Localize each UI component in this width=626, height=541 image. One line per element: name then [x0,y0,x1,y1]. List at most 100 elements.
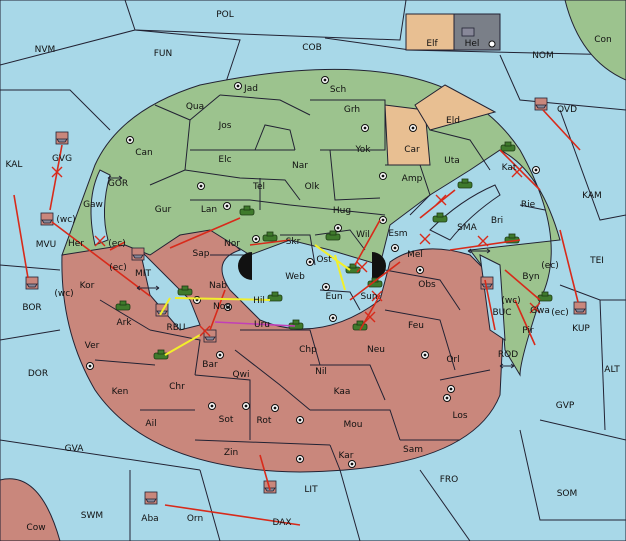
fleet-unit-icon[interactable] [131,247,145,261]
fleet-unit-icon[interactable] [573,301,587,315]
fleet-unit-icon[interactable] [534,97,548,111]
province-label-kup: KUP [572,324,590,334]
province-label-rbu: RBU [166,323,185,333]
province-label-amp: Amp [402,174,423,184]
fleet-unit-icon[interactable] [480,276,494,290]
province-label-kar: Kar [339,451,354,461]
supply-center-dot-icon [128,138,132,142]
cut-marker-icon [371,290,383,302]
province-label-sam: Sam [403,445,423,455]
province-label-bor: BOR [22,303,41,313]
continent [61,68,561,473]
province-label-nor: Nor [224,239,240,249]
supply-center-dot-icon [381,218,385,222]
army-unit-icon[interactable] [262,231,278,242]
order-arrow [164,504,301,526]
province-label-elc: Elc [218,155,231,165]
legend-supply-center-icon [488,40,496,48]
coast-label: (wc) [501,296,520,306]
inland-sea-east-lower[interactable] [479,254,506,341]
province-label-fun: FUN [154,49,173,59]
province-label-sma: SMA [457,223,477,233]
province-label-esm: Esm [388,229,407,239]
order-arrow [259,454,271,491]
army-unit-icon[interactable] [115,300,131,311]
supply-center-dot-icon [363,126,367,130]
province-label-qua: Qua [186,102,204,112]
cut-marker-icon [419,233,431,245]
legend-elf-label: Elf [426,39,438,49]
order-arrow [484,279,496,331]
fleet-unit-icon[interactable] [40,212,54,226]
order-arrows [13,109,581,526]
supply-center-dot-icon [534,168,538,172]
supply-center-dot-icon [324,285,328,289]
province-label-orl: Orl [446,355,459,365]
province-label-sot: Sot [219,415,234,425]
province-label-can: Can [135,148,153,158]
legend: Elf Hel [405,13,501,51]
army-unit-icon[interactable] [432,212,448,223]
army-unit-icon[interactable] [500,141,516,152]
province-label-jad: Jad [243,84,258,94]
province-label-gwa: Gwa [530,306,550,316]
cut-marker-icon [364,311,376,323]
province-label-kor: Kor [80,281,95,291]
province-label-feu: Feu [408,321,424,331]
supply-center-dot-icon [298,418,302,422]
order-arrow [499,149,541,191]
army-unit-icon[interactable] [457,178,473,189]
province-eld-fill[interactable] [414,84,497,131]
province-label-web: Web [285,272,305,282]
province-label-nom: NOM [532,51,554,61]
province-label-dor: DOR [28,369,48,379]
army-unit-icon[interactable] [177,285,193,296]
inland-sea-west[interactable] [90,169,111,246]
legend-hel-label: Hel [465,39,480,49]
fleet-unit-icon[interactable] [263,480,277,494]
province-label-nog: Nog [213,302,231,312]
army-unit-icon[interactable] [267,291,283,302]
province-label-rot: Rot [257,416,272,426]
province-label-eun: Eun [325,292,342,302]
fleet-unit-icon[interactable] [25,276,39,290]
order-arrow [504,269,541,301]
army-unit-icon[interactable] [239,205,255,216]
two-way-arrow-icon [467,248,491,254]
army-unit-icon[interactable] [153,349,169,360]
cut-marker-icon [94,235,106,247]
supply-center-dot-icon [308,260,312,264]
cut-marker-icon [356,261,368,273]
order-arrow [49,144,63,211]
province-label-ail: Ail [145,419,156,429]
province-label-tei: TEI [589,256,604,266]
province-label-qwi: Qwi [233,370,250,380]
province-car-fill[interactable] [384,104,431,166]
coast-label: (wc) [56,215,75,225]
fleet-unit-icon[interactable] [144,491,158,505]
province-label-grh: Grh [344,105,360,115]
inland-sea-east[interactable] [429,184,501,241]
province-label-con: Con [594,35,612,45]
province-label-eld: Eld [446,116,460,126]
province-label-gva: GVA [65,444,85,454]
province-label-gaw: Gaw [83,200,103,210]
province-label-olk: Olk [305,182,321,192]
province-label-nab: Nab [209,281,227,291]
order-arrow [349,261,401,301]
army-unit-icon[interactable] [537,291,553,302]
coast-label: (wc) [54,289,73,299]
army-unit-icon[interactable] [352,320,368,331]
order-arrow [13,194,29,279]
cut-marker-icon [477,235,489,247]
province-label-yok: Yok [354,145,371,155]
army-unit-icon[interactable] [325,230,341,241]
supply-center-dot-icon [88,364,92,368]
cut-markers [51,166,541,337]
supply-center-dot-icon [236,84,240,88]
province-label-ark: Ark [116,318,132,328]
province-label-kal: KAL [6,160,23,170]
fleet-unit-icon[interactable] [55,131,69,145]
